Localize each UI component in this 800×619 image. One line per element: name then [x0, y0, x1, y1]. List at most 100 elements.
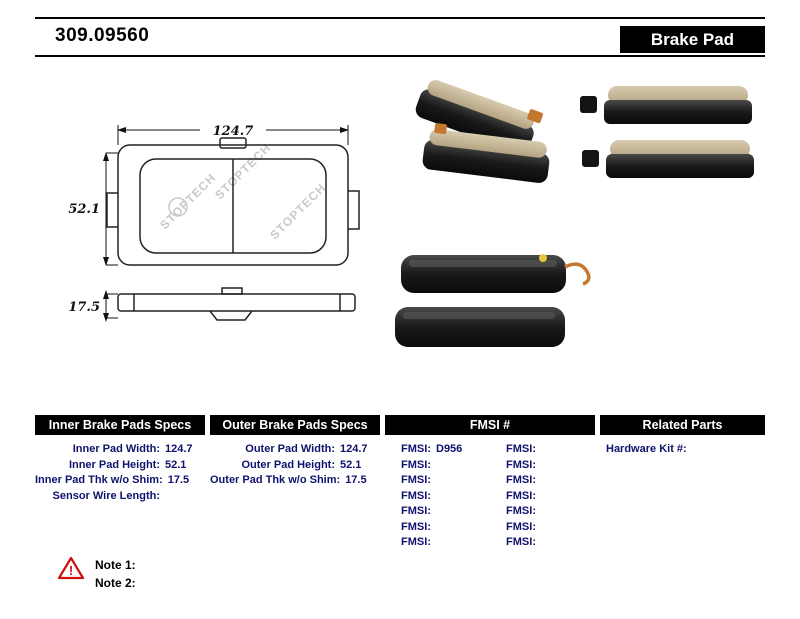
technical-drawing: 124.7 52.1 STOPTECH STOPTECH STOPTECH: [68, 124, 360, 322]
fmsi-cell: FMSI:: [490, 473, 595, 489]
fmsi-label: FMSI:: [401, 474, 431, 486]
fmsi-label: FMSI:: [506, 520, 536, 533]
spec-label: Inner Pad Thk w/o Shim:: [35, 474, 163, 486]
fmsi-value: [536, 535, 541, 551]
fmsi-label: FMSI:: [506, 474, 536, 486]
fmsi-label: FMSI:: [401, 505, 431, 517]
header-rule-bottom: [35, 55, 765, 57]
dimension-width: [117, 125, 349, 145]
fmsi-value: [536, 489, 541, 505]
outer-specs-header: Outer Brake Pads Specs: [210, 415, 380, 435]
fmsi-cell: FMSI:: [490, 458, 595, 474]
fmsi-cell: FMSI:: [385, 458, 490, 474]
inner-specs-column: Inner Pad Width: 124.7 Inner Pad Height:…: [35, 442, 205, 504]
dimension-thickness: [103, 290, 118, 322]
product-type-label: Brake Pad: [650, 29, 735, 49]
fmsi-cell: FMSI:: [490, 504, 595, 520]
fmsi-value: [536, 473, 541, 489]
fmsi-value: [536, 442, 541, 458]
pad-side-view: [117, 287, 356, 321]
spec-value: 52.1: [165, 458, 187, 471]
related-parts-header-label: Related Parts: [642, 418, 723, 432]
fmsi-cell: FMSI:: [385, 489, 490, 505]
fmsi-cell: FMSI:: [385, 535, 490, 551]
spec-label: Sensor Wire Length:: [52, 489, 160, 502]
fmsi-cell: FMSI:: [385, 520, 490, 536]
fmsi-value: [431, 520, 436, 536]
related-part-label: Hardware Kit #:: [606, 443, 687, 455]
fmsi-value: D956: [436, 443, 463, 455]
fmsi-header-label: FMSI #: [469, 418, 511, 432]
spec-row: Outer Pad Width: 124.7: [210, 442, 380, 458]
fmsi-value: [536, 458, 541, 474]
spec-value: 17.5: [345, 474, 367, 486]
fmsi-cell: FMSI:: [385, 473, 490, 489]
fmsi-row: FMSI: FMSI:: [385, 520, 595, 536]
fmsi-value: [431, 489, 436, 505]
fmsi-cell: FMSI:: [385, 504, 490, 520]
spec-label: Outer Pad Thk w/o Shim:: [210, 474, 341, 486]
fmsi-value: [431, 535, 436, 551]
fmsi-cell: FMSI:: [490, 535, 595, 551]
spec-value: [160, 489, 205, 505]
spec-label: Outer Pad Height:: [241, 458, 335, 471]
watermark-text: STOPTECH: [157, 171, 219, 233]
header-rule-top: [35, 17, 765, 19]
product-photos: [395, 79, 754, 347]
spec-row: Inner Pad Height: 52.1: [35, 458, 205, 474]
fmsi-header: FMSI #: [385, 415, 595, 435]
photo-pads-flat: [580, 86, 754, 178]
fmsi-row: FMSI: D956 FMSI:: [385, 442, 595, 458]
fmsi-cell: FMSI: D956: [385, 442, 490, 458]
spec-label: Inner Pad Height:: [68, 458, 160, 471]
spec-value: 124.7: [165, 443, 193, 455]
fmsi-label: FMSI:: [401, 536, 431, 548]
spec-label: Outer Pad Width:: [245, 443, 335, 455]
dimension-thickness-label: 17.5: [68, 300, 100, 315]
photo-pads-angled: [415, 79, 550, 183]
spec-row: Inner Pad Thk w/o Shim: 17.5: [35, 473, 205, 489]
watermark-text: STOPTECH: [212, 141, 274, 203]
warning-mark: !: [69, 563, 73, 578]
fmsi-cell: FMSI:: [490, 442, 595, 458]
fmsi-row: FMSI: FMSI:: [385, 458, 595, 474]
spec-row: Sensor Wire Length:: [35, 489, 205, 505]
note-2-label: Note 2:: [95, 576, 136, 590]
dimension-height-label: 52.1: [68, 202, 100, 217]
outer-specs-header-label: Outer Brake Pads Specs: [222, 418, 368, 432]
spec-value: 124.7: [340, 443, 368, 455]
related-parts-column: Hardware Kit #:: [600, 442, 765, 458]
dimension-height: [103, 152, 118, 266]
inner-specs-header: Inner Brake Pads Specs: [35, 415, 205, 435]
related-part-row: Hardware Kit #:: [600, 442, 765, 458]
watermark-text: STOPTECH: [267, 181, 329, 243]
photo-pads-edge: [395, 254, 591, 347]
product-type-box: Brake Pad: [620, 26, 765, 53]
fmsi-row: FMSI: FMSI:: [385, 535, 595, 551]
spec-value: 17.5: [167, 474, 190, 486]
fmsi-label: FMSI:: [401, 443, 431, 455]
spec-label: Inner Pad Width:: [72, 443, 160, 455]
fmsi-row: FMSI: FMSI:: [385, 504, 595, 520]
part-number: 309.09560: [55, 25, 150, 46]
fmsi-cell: FMSI:: [490, 520, 595, 536]
warning-icon: !: [58, 556, 84, 580]
fmsi-label: FMSI:: [506, 489, 536, 502]
dimension-width-label: 124.7: [213, 124, 254, 139]
fmsi-label: FMSI:: [401, 489, 431, 502]
fmsi-value: [536, 520, 541, 536]
inner-specs-header-label: Inner Brake Pads Specs: [48, 418, 192, 432]
fmsi-row: FMSI: FMSI:: [385, 473, 595, 489]
fmsi-value: [431, 473, 436, 489]
spec-row: Outer Pad Height: 52.1: [210, 458, 380, 474]
fmsi-cell: FMSI:: [490, 489, 595, 505]
fmsi-label: FMSI:: [506, 536, 536, 548]
watermark-group: STOPTECH STOPTECH STOPTECH: [157, 141, 329, 243]
spec-row: Inner Pad Width: 124.7: [35, 442, 205, 458]
fmsi-label: FMSI:: [506, 443, 536, 455]
pad-front-view: [106, 137, 360, 266]
spec-row: Outer Pad Thk w/o Shim: 17.5: [210, 473, 380, 489]
related-parts-header: Related Parts: [600, 415, 765, 435]
fmsi-row: FMSI: FMSI:: [385, 489, 595, 505]
